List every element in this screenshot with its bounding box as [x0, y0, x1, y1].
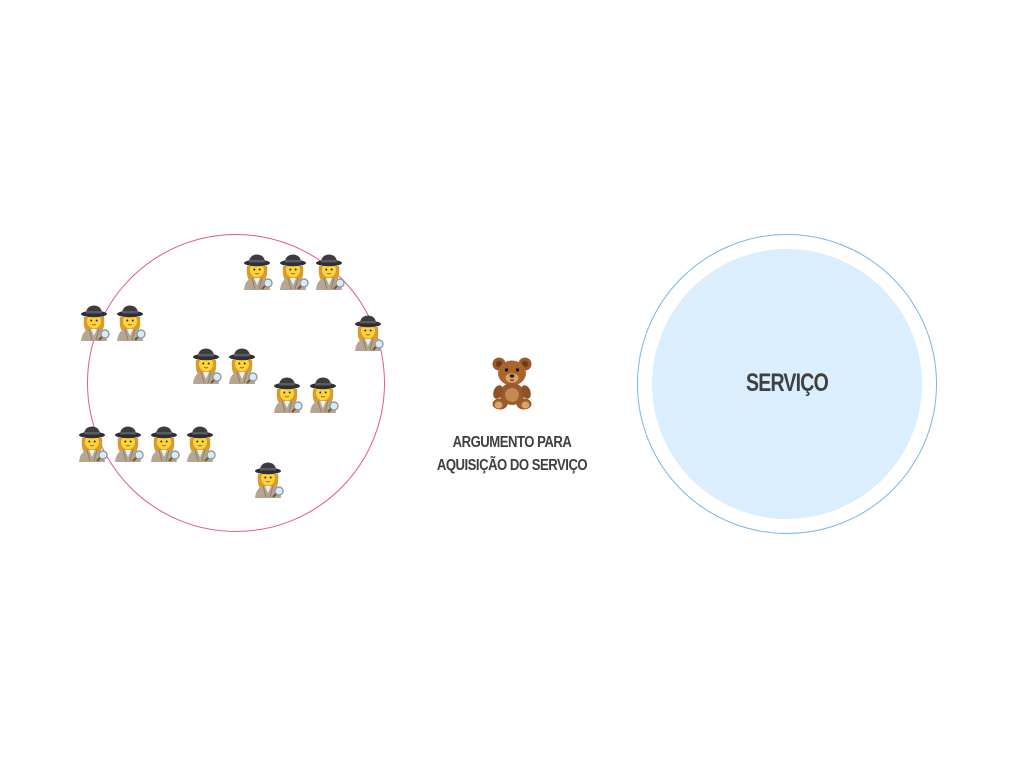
- service-outer-ring: [637, 234, 937, 534]
- woman-detective-icon: [306, 375, 340, 413]
- woman-detective-icon: [225, 346, 259, 384]
- woman-detective-icon: [276, 252, 310, 290]
- woman-detective-icon: [251, 460, 285, 498]
- woman-detective-icon: [312, 252, 346, 290]
- argument-label-line2: AQUISIÇÃO DO SERVIÇO: [436, 457, 588, 474]
- woman-detective-icon: [189, 346, 223, 384]
- service-label: SERVIÇO: [746, 369, 829, 397]
- teddy-bear-icon: [486, 355, 538, 411]
- woman-detective-icon: [351, 313, 385, 351]
- service-circle: [652, 249, 922, 519]
- argument-label: ARGUMENTO PARA AQUISIÇÃO DO SERVIÇO: [430, 431, 594, 477]
- woman-detective-icon: [111, 424, 145, 462]
- argument-label-line1: ARGUMENTO PARA: [452, 434, 572, 451]
- woman-detective-icon: [147, 424, 181, 462]
- woman-detective-icon: [75, 424, 109, 462]
- woman-detective-icon: [77, 303, 111, 341]
- woman-detective-icon: [240, 252, 274, 290]
- woman-detective-icon: [270, 375, 304, 413]
- woman-detective-icon: [183, 424, 217, 462]
- woman-detective-icon: [113, 303, 147, 341]
- audience-circle: [87, 234, 385, 532]
